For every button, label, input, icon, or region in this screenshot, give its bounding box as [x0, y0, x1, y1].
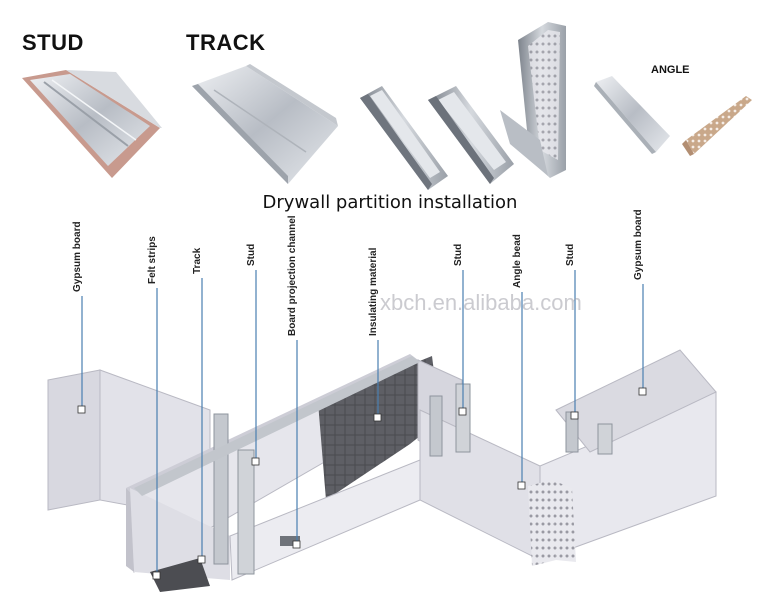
label-gypsum-board-right: Gypsum board	[633, 209, 644, 280]
label-insulating-material: Insulating material	[368, 247, 379, 336]
label-track: Track	[192, 247, 203, 274]
track-heading: TRACK	[186, 30, 266, 55]
label-markers	[77, 387, 647, 580]
angle-photo-perforated	[682, 96, 752, 156]
diagram-caption: Drywall partition installation	[262, 192, 518, 213]
label-stud-3: Stud	[565, 244, 576, 266]
label-gypsum-board-left: Gypsum board	[72, 221, 83, 292]
stud-profile-photo-3	[500, 22, 566, 178]
stud-heading: STUD	[22, 30, 84, 55]
label-felt-strips: Felt strips	[147, 236, 158, 284]
label-stud-1: Stud	[246, 244, 257, 266]
label-board-projection-channel: Board projection channel	[287, 215, 298, 336]
label-leaders	[81, 270, 644, 578]
label-stud-2: Stud	[453, 244, 464, 266]
stud-profile-photo-1	[360, 86, 448, 190]
angle-photo-plain	[594, 76, 670, 154]
stud-profile-photo-2	[428, 86, 514, 184]
angle-heading: ANGLE	[651, 64, 690, 76]
label-angle-bead: Angle bead	[512, 234, 523, 288]
installation-diagram	[47, 349, 717, 592]
stud-photo	[22, 70, 162, 178]
track-photo	[192, 64, 338, 184]
watermark: xbch.en.alibaba.com	[380, 290, 582, 315]
